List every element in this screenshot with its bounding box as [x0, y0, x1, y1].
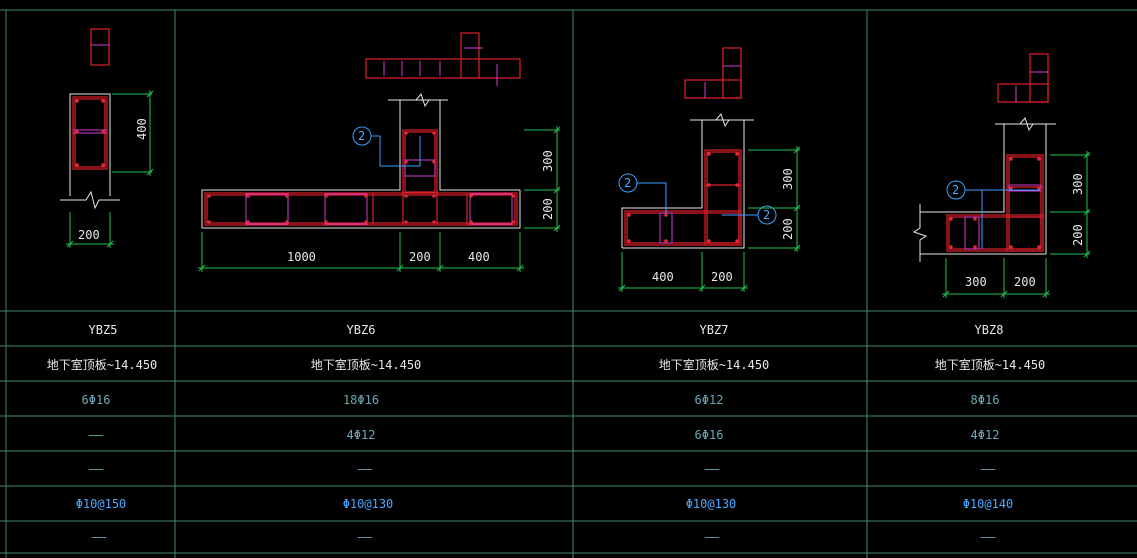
ybz5-extra-b: ——	[89, 462, 104, 476]
ybz5-longitudinal: 6Φ16	[82, 393, 111, 407]
ybz6-elevation: 地下室顶板~14.450	[311, 357, 422, 372]
ybz6-longitudinal: 18Φ16	[343, 393, 379, 407]
ybz6-dim-v200: 200	[541, 198, 555, 220]
ybz7-stirrup: Φ10@130	[686, 497, 737, 511]
ybz8-extra-a: 4Φ12	[971, 428, 1000, 442]
ybz8-stirrup: Φ10@140	[963, 497, 1014, 511]
ybz7-extra-b: ——	[705, 462, 720, 476]
ybz5-stirrup: Φ10@150	[76, 497, 127, 511]
ybz6-name: YBZ6	[347, 323, 376, 337]
ybz6-section: 2 300 200 1000 200 400	[198, 32, 561, 272]
ybz6-dim-200: 200	[409, 250, 431, 264]
ybz8-dim-200: 200	[1014, 275, 1036, 289]
ybz6-last: ——	[358, 530, 373, 544]
ybz7-longitudinal: 6Φ12	[695, 393, 724, 407]
table-grid	[0, 9, 1137, 558]
ybz7-tag-right: 2	[763, 208, 770, 222]
ybz8-dim-v300: 300	[1071, 173, 1085, 195]
ybz6-dim-1000: 1000	[287, 250, 316, 264]
ybz5-extra-a: ——	[89, 428, 104, 442]
ybz6-stirrup: Φ10@130	[343, 497, 394, 511]
ybz7-name: YBZ7	[700, 323, 729, 337]
ybz8-dim-300: 300	[965, 275, 987, 289]
ybz5-dim-height: 400	[135, 118, 149, 140]
ybz7-tag-left: 2	[624, 176, 631, 190]
ybz6-dim-400: 400	[468, 250, 490, 264]
ybz8-extra-b: ——	[981, 462, 996, 476]
ybz7-last: ——	[705, 530, 720, 544]
ybz7-section: 2 2 300 200 400 200	[618, 47, 801, 292]
ybz7-dim-200: 200	[711, 270, 733, 284]
ybz6-extra-a: 4Φ12	[347, 428, 376, 442]
ybz8-elevation: 地下室顶板~14.450	[935, 357, 1046, 372]
ybz7-dim-v300: 300	[781, 168, 795, 190]
ybz5-section: 400 200	[60, 28, 154, 248]
ybz5-name: YBZ5	[89, 323, 118, 337]
ybz5-dim-width: 200	[78, 228, 100, 242]
ybz6-extra-b: ——	[358, 462, 373, 476]
ybz7-extra-a: 6Φ16	[695, 428, 724, 442]
ybz8-section: 2 300 200 300 200	[912, 53, 1091, 298]
ybz6-tag: 2	[358, 129, 365, 143]
ybz8-last: ——	[981, 530, 996, 544]
ybz8-dim-v200: 200	[1071, 224, 1085, 246]
table-text: YBZ5 YBZ6 YBZ7 YBZ8 地下室顶板~14.450 地下室顶板~1…	[47, 323, 1046, 544]
ybz5-last: ——	[92, 530, 107, 544]
ybz7-dim-v200: 200	[781, 218, 795, 240]
ybz7-dim-400: 400	[652, 270, 674, 284]
ybz5-elevation: 地下室顶板~14.450	[47, 357, 158, 372]
ybz8-tag: 2	[952, 183, 959, 197]
ybz8-name: YBZ8	[975, 323, 1004, 337]
ybz6-dim-v300: 300	[541, 150, 555, 172]
ybz8-longitudinal: 8Φ16	[971, 393, 1000, 407]
ybz7-elevation: 地下室顶板~14.450	[659, 357, 770, 372]
